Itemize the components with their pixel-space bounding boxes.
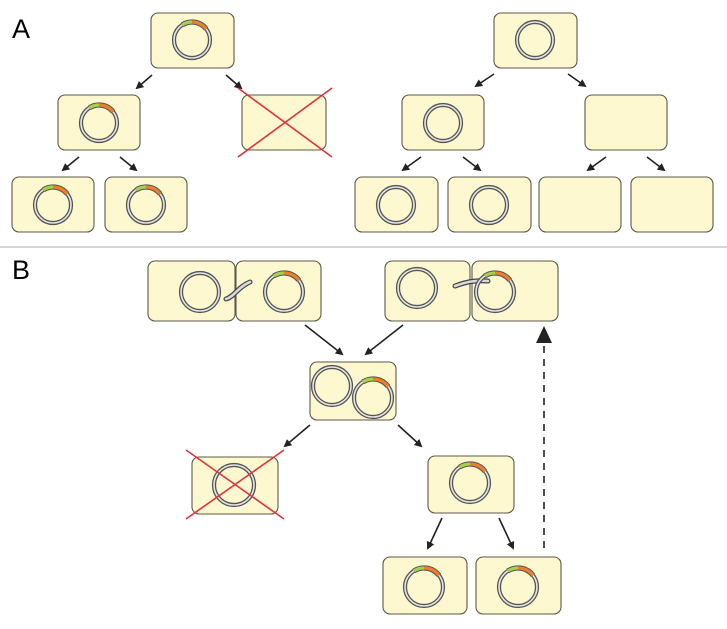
plasmid-marker-green bbox=[273, 271, 285, 278]
plasmid-marker-green bbox=[413, 566, 425, 573]
cell bbox=[427, 455, 515, 514]
arrow bbox=[646, 156, 666, 172]
cells-layer bbox=[11, 12, 714, 615]
cell bbox=[538, 176, 622, 233]
arrow bbox=[567, 73, 587, 88]
plasmid-ring-core bbox=[213, 464, 255, 506]
plasmids-layer bbox=[32, 19, 556, 609]
cell bbox=[104, 176, 188, 233]
plasmid-ring-core bbox=[377, 186, 415, 224]
plasmid-marker-orange bbox=[517, 566, 535, 577]
plasmid-marker-green bbox=[88, 103, 100, 110]
cell bbox=[382, 556, 468, 615]
arrow bbox=[135, 74, 153, 90]
cell bbox=[447, 176, 532, 233]
cell bbox=[147, 260, 236, 322]
cell bbox=[584, 94, 668, 151]
plasmid-marker-orange bbox=[494, 271, 512, 282]
cell bbox=[57, 94, 141, 151]
cell bbox=[401, 94, 485, 151]
plasmid-marker-green bbox=[507, 566, 519, 573]
cell bbox=[630, 176, 714, 233]
panel-label-b: B bbox=[12, 255, 30, 285]
arrow bbox=[364, 324, 404, 356]
plasmid-ring-core bbox=[397, 268, 437, 308]
cell bbox=[493, 12, 578, 69]
plasmid-marker-orange bbox=[283, 271, 301, 282]
plasmid-marker-orange bbox=[98, 103, 115, 114]
cell bbox=[354, 176, 439, 233]
conjugation-bridge-core bbox=[224, 280, 252, 301]
arrow bbox=[304, 324, 344, 356]
arrow bbox=[61, 156, 80, 172]
plasmid-ring-core bbox=[470, 186, 508, 224]
cell bbox=[150, 12, 235, 69]
arrow bbox=[225, 74, 243, 90]
plasmid-marker-green bbox=[42, 185, 54, 192]
cross-line bbox=[185, 449, 285, 520]
plasmid-ring-core bbox=[516, 21, 554, 59]
plasmid-ring-core bbox=[312, 366, 352, 406]
cell bbox=[475, 556, 562, 615]
dashed-feedback-arrowhead bbox=[536, 326, 552, 343]
arrow bbox=[586, 156, 607, 172]
arrow bbox=[401, 156, 422, 172]
arrow bbox=[474, 73, 495, 88]
arrow bbox=[119, 156, 138, 172]
conjugation-bridge-core bbox=[453, 279, 490, 288]
plasmid-marker-orange bbox=[469, 462, 487, 473]
plasmid-marker-orange bbox=[52, 185, 69, 196]
arrow bbox=[462, 156, 482, 172]
panel-label-a: A bbox=[12, 14, 30, 44]
arrow bbox=[426, 517, 443, 550]
connections-layer bbox=[61, 73, 666, 550]
plasmid-marker-green bbox=[484, 271, 496, 278]
plasmid-ring-core bbox=[180, 272, 220, 312]
plasmid-marker-orange bbox=[423, 566, 441, 577]
arrow bbox=[397, 424, 423, 448]
arrow bbox=[283, 424, 311, 448]
cross-line bbox=[237, 87, 333, 158]
cell bbox=[11, 176, 95, 233]
plasmid-ring-core bbox=[424, 104, 462, 142]
plasmid-marker-orange bbox=[191, 20, 208, 31]
plasmid-marker-green bbox=[362, 377, 374, 384]
plasmid-marker-green bbox=[135, 185, 147, 192]
plasmid-marker-green bbox=[459, 462, 471, 469]
crosses-layer bbox=[185, 87, 333, 520]
plasmid-marker-orange bbox=[145, 185, 162, 196]
arrow bbox=[498, 517, 515, 550]
plasmid-marker-green bbox=[181, 20, 193, 27]
plasmid-marker-orange bbox=[372, 377, 390, 388]
